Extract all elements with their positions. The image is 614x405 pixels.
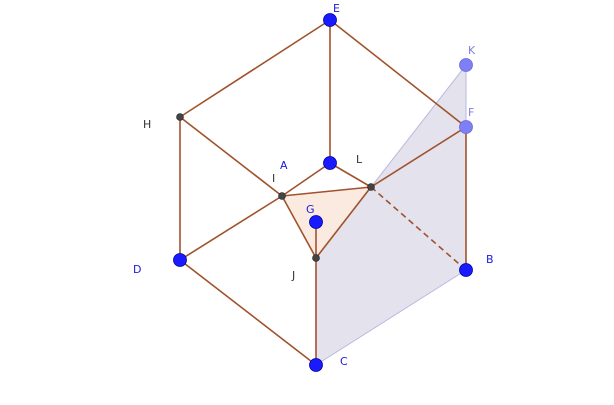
label-j: J xyxy=(291,269,295,282)
point-f[interactable] xyxy=(459,120,473,134)
point-c[interactable] xyxy=(309,358,323,372)
edge-a-l xyxy=(329,162,372,188)
section-outline xyxy=(281,186,372,259)
segment-i-l xyxy=(281,186,372,197)
label-d: D xyxy=(133,263,141,276)
edge-l-f xyxy=(370,126,467,188)
edge-l-b-hidden xyxy=(370,186,467,271)
label-e: E xyxy=(333,2,340,15)
cube-edges xyxy=(179,19,467,366)
edge-e-h xyxy=(179,19,331,118)
point-i[interactable] xyxy=(278,192,286,200)
point-a[interactable] xyxy=(323,156,337,170)
points xyxy=(173,13,473,372)
label-g: G xyxy=(306,203,315,216)
edge-d-i xyxy=(179,195,283,261)
point-k[interactable] xyxy=(459,58,473,72)
point-h[interactable] xyxy=(176,113,184,121)
label-b: B xyxy=(486,253,494,266)
label-h: H xyxy=(143,118,151,131)
point-b[interactable] xyxy=(459,263,473,277)
section-triangle-ilj xyxy=(282,187,371,258)
labels: E K F H A L I G B D J C xyxy=(133,2,494,368)
label-f: F xyxy=(468,106,474,119)
edge-e-f xyxy=(329,19,467,128)
point-l[interactable] xyxy=(367,183,375,191)
edge-d-c xyxy=(179,259,317,366)
label-l: L xyxy=(356,153,363,166)
label-c: C xyxy=(340,355,348,368)
label-k: K xyxy=(468,44,476,57)
point-j[interactable] xyxy=(312,254,320,262)
segment-i-j xyxy=(281,195,317,259)
edge-h-i xyxy=(179,116,283,197)
segment-l-j xyxy=(315,186,372,259)
label-a: A xyxy=(280,159,288,172)
point-d[interactable] xyxy=(173,253,187,267)
point-g[interactable] xyxy=(309,215,323,229)
label-i: I xyxy=(272,172,275,185)
point-e[interactable] xyxy=(323,13,337,27)
edge-i-a xyxy=(281,162,331,197)
